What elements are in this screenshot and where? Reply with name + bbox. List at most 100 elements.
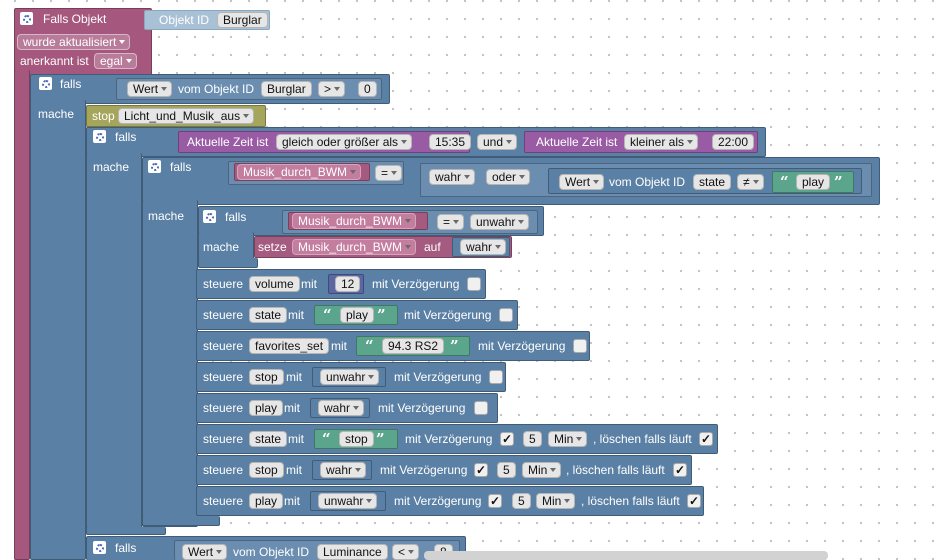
if-1-falls-label: falls — [60, 77, 82, 91]
control-state-field[interactable]: favorites_set — [249, 338, 330, 354]
delay-checkbox[interactable] — [499, 308, 513, 322]
delay-checkbox[interactable] — [467, 277, 481, 291]
if-block-3-spine[interactable] — [142, 200, 198, 527]
if-4-op-dropdown[interactable]: = — [437, 214, 465, 230]
if-block-2-spine[interactable] — [86, 153, 142, 535]
event-block-falls-objekt[interactable] — [14, 8, 152, 76]
if-4-gear-icon[interactable] — [203, 210, 216, 223]
quote-open-icon: “ — [323, 306, 332, 324]
stop-name-dropdown[interactable]: Licht_und_Musik_aus — [118, 108, 255, 124]
object-id-value[interactable]: Burglar — [217, 12, 268, 28]
if-5-gear-icon[interactable] — [93, 541, 106, 554]
and-dropdown[interactable]: und — [477, 134, 518, 150]
delay-unit-dropdown[interactable]: Min — [522, 462, 562, 478]
quote-close-icon: ” — [376, 430, 385, 448]
delay-unit-dropdown[interactable]: Min — [548, 431, 588, 447]
control-steuere-label: steuere — [203, 494, 244, 508]
if-4-variable-dropdown[interactable]: Musik_durch_BWM — [292, 213, 417, 229]
horizontal-scrollbar[interactable] — [424, 551, 828, 560]
ack-dropdown[interactable]: egal — [94, 53, 137, 69]
delay-checkbox[interactable]: ✓ — [500, 432, 514, 446]
clear-running-checkbox[interactable]: ✓ — [699, 432, 713, 446]
if-1-object-field[interactable]: Burglar — [261, 81, 312, 97]
if-3-neq-dropdown[interactable]: ≠ — [737, 174, 764, 190]
control-state-field[interactable]: play — [249, 400, 284, 416]
if-3-mache-label: mache — [148, 209, 185, 223]
clear-running-label: , löschen falls läuft — [566, 463, 665, 477]
delay-checkbox[interactable]: ✓ — [488, 494, 502, 508]
control-state-field[interactable]: play — [249, 493, 284, 509]
stop-label: stop — [92, 109, 115, 123]
delay-value-field[interactable]: 5 — [523, 431, 542, 447]
if-1-value-field[interactable]: 0 — [358, 81, 377, 97]
if-3-text-value[interactable]: play — [796, 174, 831, 190]
time-cond-2-label: Aktuelle Zeit ist — [536, 135, 618, 149]
control-text-value[interactable]: stop — [339, 431, 374, 447]
control-bool-dropdown[interactable]: unwahr — [320, 369, 380, 385]
control-steuere-label: steuere — [203, 277, 244, 291]
control-mit-label: mit — [288, 308, 304, 322]
set-label: setze — [258, 240, 287, 254]
if-2-gear-icon[interactable] — [93, 130, 106, 143]
if-3-op-dropdown[interactable]: = — [375, 165, 403, 181]
if-5-op-dropdown[interactable]: < — [392, 544, 420, 560]
if-4-value-dropdown[interactable]: unwahr — [470, 214, 530, 230]
set-value-dropdown[interactable]: wahr — [460, 239, 507, 255]
control-state-field[interactable]: state — [249, 431, 288, 447]
if-3-wert-dropdown[interactable]: Wert — [559, 174, 605, 190]
control-bool-dropdown[interactable]: unwahr — [318, 493, 378, 509]
time-cond-2-value[interactable]: 22:00 — [712, 134, 755, 150]
if-3-vom-objekt-label: vom Objekt ID — [609, 175, 686, 189]
control-state-field[interactable]: volume — [249, 276, 300, 292]
delay-unit-dropdown[interactable]: Min — [536, 493, 576, 509]
if-4-mache-label: mache — [203, 240, 240, 254]
if-1-op-dropdown[interactable]: > — [318, 81, 346, 97]
control-steuere-label: steuere — [203, 463, 244, 477]
if-1-wert-dropdown[interactable]: Wert — [127, 81, 173, 97]
if-block-1-spine[interactable] — [30, 100, 86, 560]
trigger-dropdown[interactable]: wurde aktualisiert — [17, 34, 131, 50]
control-bool-dropdown[interactable]: wahr — [320, 462, 367, 478]
if-3-object-field[interactable]: state — [693, 174, 732, 190]
delay-checkbox[interactable] — [474, 401, 488, 415]
delay-checkbox[interactable]: ✓ — [474, 463, 488, 477]
if-1-gear-icon[interactable] — [39, 77, 52, 90]
or-dropdown[interactable]: oder — [486, 169, 531, 185]
time-cond-1-value[interactable]: 15:35 — [429, 134, 472, 150]
time-cond-1-op-dropdown[interactable]: gleich oder größer als — [276, 134, 413, 150]
control-steuere-label: steuere — [203, 308, 244, 322]
if-3-value-dropdown[interactable]: wahr — [429, 169, 476, 185]
if-2-falls-label: falls — [115, 130, 137, 144]
if-1-mache-label: mache — [38, 107, 75, 121]
control-delay-label: mit Verzögerung — [394, 370, 482, 384]
control-mit-label: mit — [301, 277, 317, 291]
control-mit-label: mit — [288, 432, 304, 446]
control-steuere-label: steuere — [203, 432, 244, 446]
if-5-wert-dropdown[interactable]: Wert — [182, 544, 228, 560]
control-mit-label: mit — [286, 463, 302, 477]
control-text-value[interactable]: 94.3 RS2 — [382, 338, 445, 354]
clear-running-label: , löschen falls läuft — [581, 494, 680, 508]
settings-gear-icon[interactable] — [20, 12, 33, 25]
control-text-value[interactable]: play — [340, 307, 375, 323]
control-steuere-label: steuere — [203, 339, 244, 353]
control-bool-dropdown[interactable]: wahr — [318, 400, 365, 416]
if-3-gear-icon[interactable] — [148, 160, 161, 173]
delay-checkbox[interactable] — [489, 370, 503, 384]
if-5-object-field[interactable]: Luminance — [317, 544, 388, 560]
clear-running-checkbox[interactable]: ✓ — [673, 463, 687, 477]
time-cond-2-op-dropdown[interactable]: kleiner als — [624, 134, 699, 150]
delay-value-field[interactable]: 5 — [512, 493, 531, 509]
control-state-field[interactable]: stop — [249, 462, 284, 478]
ack-label: anerkannt ist — [20, 54, 89, 68]
set-variable-dropdown[interactable]: Musik_durch_BWM — [292, 239, 417, 255]
control-state-field[interactable]: stop — [249, 369, 284, 385]
clear-running-checkbox[interactable]: ✓ — [687, 494, 701, 508]
event-block-spine[interactable] — [14, 70, 30, 560]
delay-checkbox[interactable] — [573, 339, 587, 353]
delay-value-field[interactable]: 5 — [497, 462, 516, 478]
if-3-variable-dropdown[interactable]: Musik_durch_BWM — [237, 164, 362, 180]
if-1-condition-block[interactable] — [116, 78, 382, 100]
control-state-field[interactable]: state — [249, 307, 288, 323]
control-number-value[interactable]: 12 — [335, 276, 361, 292]
